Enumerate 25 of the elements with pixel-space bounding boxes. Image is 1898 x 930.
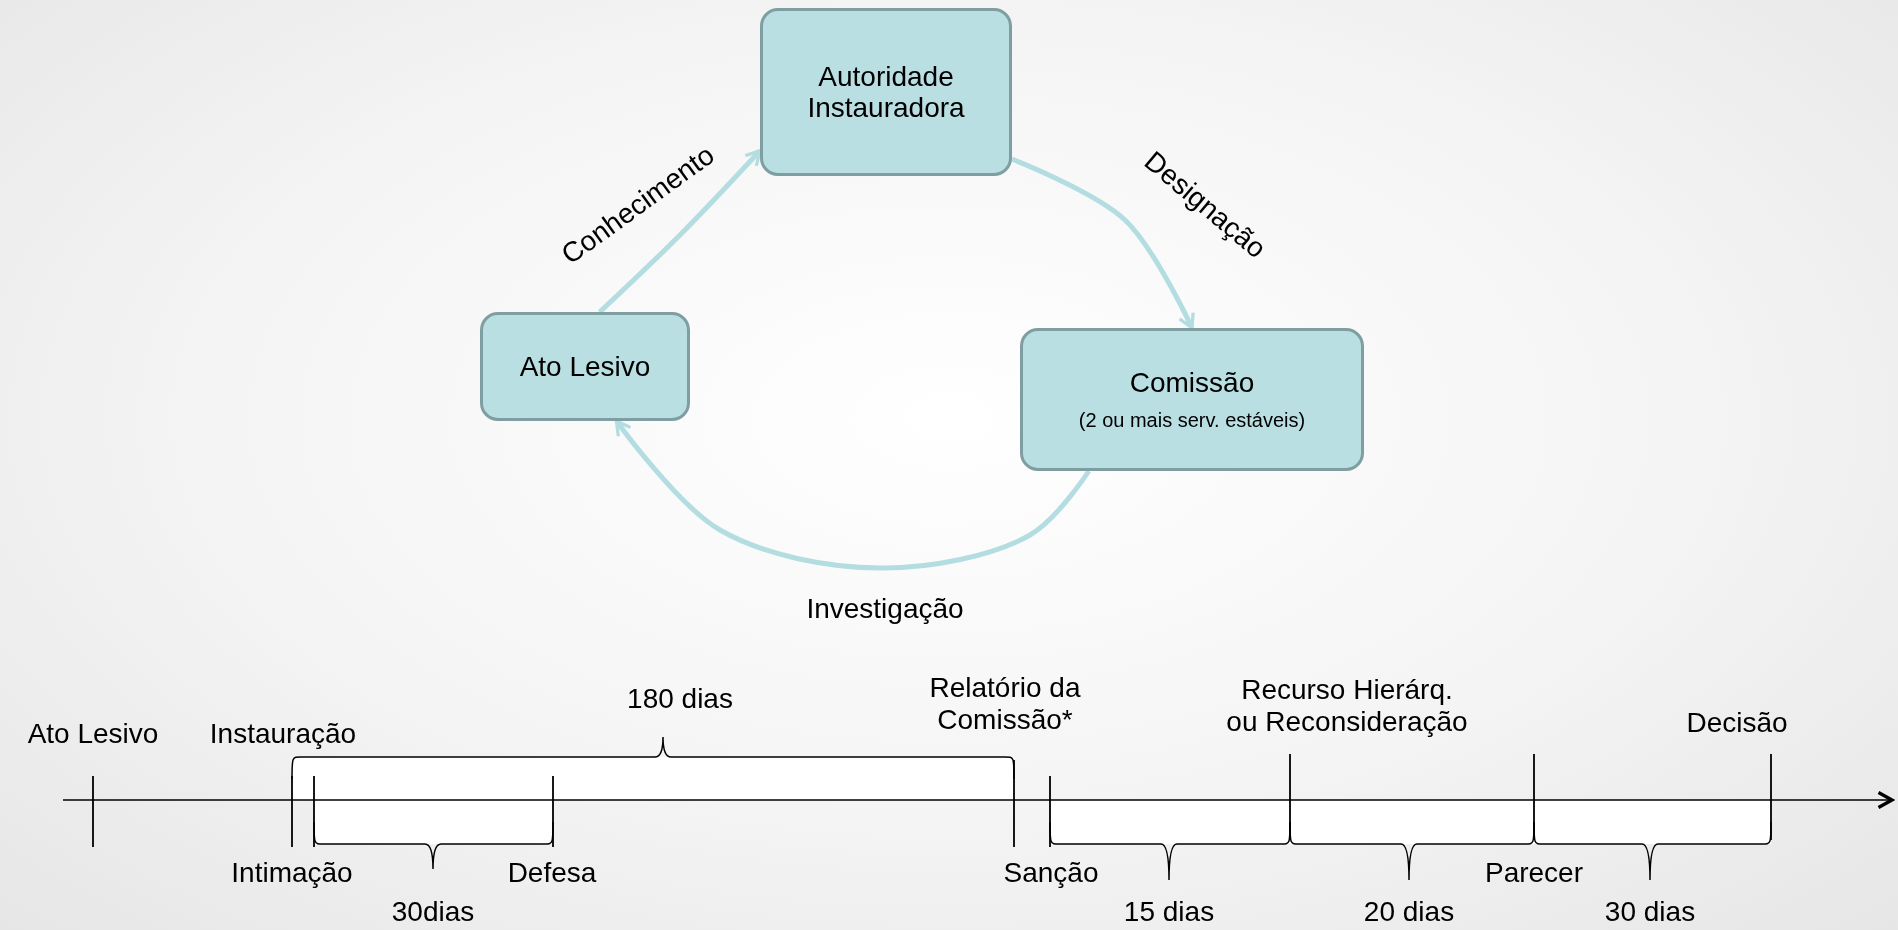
box-title: Comissão (1129, 367, 1255, 399)
duration-label: 180 dias (627, 683, 733, 716)
box-title: Ato Lesivo (519, 350, 651, 383)
box-title: Autoridade Instauradora (806, 60, 966, 124)
milestone-label: Recurso Hierárq. ou Reconsideração (1225, 674, 1469, 739)
process-box (760, 8, 1012, 176)
curved-arrow (598, 149, 762, 314)
duration-label: 30 dias (1604, 896, 1696, 929)
curved-arrow (1011, 156, 1195, 330)
duration-label: 15 dias (1123, 896, 1215, 929)
milestone-label: Decisão (1686, 707, 1788, 740)
milestone-label: Parecer (1485, 857, 1583, 890)
curved-arrow (614, 419, 1091, 571)
process-box (1020, 328, 1364, 471)
milestone-label: Relatório da Comissão* (928, 672, 1082, 737)
box-subtitle: (2 ou mais serv. estáveis) (1078, 408, 1306, 432)
edge-label: Investigação (806, 593, 964, 625)
milestone-label: Sanção (1003, 857, 1099, 890)
duration-label: 20 dias (1363, 896, 1455, 929)
milestone-label: Intimação (231, 857, 353, 890)
milestone-label: Defesa (507, 857, 597, 890)
milestone-label: Instauração (209, 718, 357, 751)
process-box (480, 312, 690, 421)
milestone-label: Ato Lesivo (27, 718, 159, 751)
duration-label: 30dias (391, 896, 475, 929)
